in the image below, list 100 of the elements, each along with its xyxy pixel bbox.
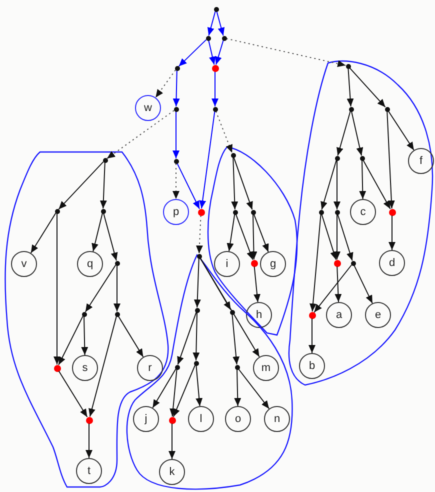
- arrow: [200, 258, 260, 358]
- arrow: [194, 258, 201, 308]
- arrow: [310, 214, 322, 312]
- junction-point: [360, 156, 364, 160]
- arrow: [208, 40, 216, 66]
- arrow: [359, 160, 366, 200]
- circle-node: n: [264, 406, 290, 432]
- circle-node: p: [163, 199, 189, 225]
- arrow: [58, 161, 104, 210]
- junction-point: [194, 360, 198, 366]
- junction-dot: [86, 416, 92, 424]
- junction-point: [234, 364, 240, 370]
- arrow: [114, 265, 120, 312]
- junction-point: [114, 260, 120, 266]
- arrow: [234, 369, 242, 406]
- circle-node: l: [188, 406, 214, 432]
- circle-node: i: [214, 251, 240, 277]
- junction-point: [214, 6, 218, 12]
- arrow: [192, 312, 200, 361]
- circle-node: q: [77, 251, 103, 277]
- arrow: [388, 215, 396, 250]
- arrow: [388, 110, 414, 151]
- arrow: [168, 423, 176, 460]
- circle-node: r: [137, 355, 163, 381]
- circle-node: w: [135, 95, 161, 121]
- arrow: [199, 111, 216, 209]
- junction-dot: [198, 208, 204, 216]
- arrow: [231, 157, 238, 210]
- arrow: [54, 213, 60, 365]
- junction-point: [222, 36, 226, 40]
- circle-node: t: [76, 458, 102, 484]
- junction-point: [54, 208, 60, 214]
- arrow: [226, 214, 236, 252]
- junction-point: [334, 156, 340, 160]
- junction-point: [348, 106, 354, 112]
- arrow: [334, 266, 342, 302]
- arrow: [254, 266, 260, 303]
- cluster-outline: [207, 146, 298, 336]
- junction-point: [114, 312, 120, 316]
- arrow: [235, 214, 254, 260]
- arrow: [354, 264, 373, 304]
- arrow: [253, 214, 269, 252]
- arrow: [155, 70, 176, 98]
- arrow: [200, 258, 232, 310]
- circle-node: m: [253, 355, 279, 381]
- junction-point: [212, 106, 218, 112]
- arrow: [106, 110, 174, 159]
- arrow: [58, 370, 88, 418]
- arrow: [226, 38, 346, 68]
- circle-node: o: [225, 406, 251, 432]
- junction-point: [102, 158, 108, 162]
- circle-node: d: [379, 250, 405, 276]
- junction-dot: [168, 416, 176, 424]
- arrow: [337, 214, 354, 262]
- arrow: [81, 316, 88, 356]
- junction-dot: [250, 260, 258, 266]
- arrow: [250, 214, 258, 260]
- junction-point: [174, 364, 180, 370]
- arrow: [30, 212, 56, 254]
- arrow: [92, 212, 103, 252]
- junction-dot: [334, 260, 340, 266]
- arrow: [346, 68, 354, 107]
- arrow: [196, 215, 203, 254]
- arrow: [214, 40, 224, 66]
- arrow: [207, 10, 216, 36]
- circle-node: h: [246, 302, 272, 328]
- junction-point: [232, 210, 238, 214]
- arrow: [84, 264, 116, 312]
- arrow: [336, 110, 351, 156]
- circle-node: e: [365, 302, 391, 328]
- arrow: [334, 160, 340, 210]
- junction-point: [174, 106, 178, 112]
- arrow: [362, 160, 391, 210]
- arrow: [100, 162, 107, 209]
- arrow: [320, 160, 337, 210]
- junction-point: [384, 106, 390, 112]
- arrow: [308, 318, 316, 354]
- arrow: [349, 67, 386, 108]
- junction-dot: [388, 208, 396, 216]
- junction-point: [82, 312, 86, 316]
- arrow: [172, 163, 180, 200]
- junction-point: [100, 208, 106, 214]
- cluster-outline: [126, 254, 293, 490]
- arrow: [118, 316, 144, 358]
- arrow: [103, 212, 118, 262]
- arrow: [177, 312, 197, 366]
- arrow: [86, 423, 92, 458]
- arrow: [212, 71, 218, 107]
- circle-node: j: [133, 406, 159, 432]
- junction-point: [250, 210, 256, 214]
- arrow: [178, 39, 207, 67]
- arrow: [233, 156, 253, 210]
- junction-dot: [308, 312, 316, 318]
- arrow: [172, 111, 180, 159]
- junction-point: [318, 210, 324, 214]
- circle-node: s: [72, 355, 98, 381]
- arrow: [172, 70, 180, 107]
- junction-point: [196, 254, 202, 258]
- circle-node: c: [350, 199, 376, 225]
- arrow: [238, 368, 270, 410]
